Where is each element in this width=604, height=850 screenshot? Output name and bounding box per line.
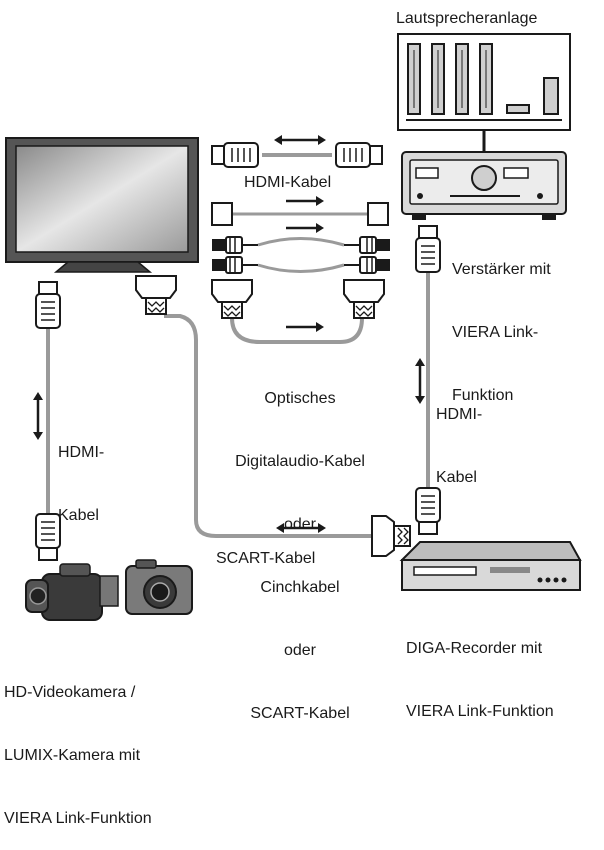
diga-recorder-label-line: DIGA-Recorder mit [406,640,543,657]
hdmi-cable-top-icon [211,142,383,168]
middle-cables-label-line: oder [283,516,317,533]
double-arrow-icon [415,358,425,404]
scart-cable-bottom-icon [135,275,411,557]
cameras-label-line: HD-Videokamera / [4,684,136,701]
scart-cable-bottom-label: SCART-Kabel [216,550,316,567]
hdmi-cable-right-label-line: Kabel [436,469,477,486]
amplifier-label-line: VIERA Link- [452,324,539,341]
diga-recorder-label-line: VIERA Link-Funktion [406,703,554,720]
amplifier-label: Verstärker mit VIERA Link- Funktion [452,217,551,427]
tv-icon [5,137,199,273]
hdmi-cable-right-label-line: HDMI- [436,406,483,423]
hdmi-cable-left-icon [35,281,61,561]
cameras-label-line: LUMIX-Kamera mit [4,747,141,764]
hdmi-cable-left-label: HDMI- Kabel [58,400,104,547]
amplifier-label-line: Funktion [452,387,514,404]
right-arrow-icon [286,322,324,332]
amplifier-icon [401,151,567,220]
connection-diagram [5,33,582,621]
optical-cable-icon [211,202,389,226]
recorder-icon [399,541,582,591]
photo-camera-icon [125,559,193,615]
middle-cables-label-line: oder [283,642,317,659]
right-arrow-icon [286,196,324,206]
speaker-system-icon [397,33,571,131]
hdmi-cable-right-label: HDMI- Kabel [436,362,482,509]
hdmi-cable-right-icon [415,225,441,535]
speaker-system-label: Lautsprecheranlage [396,10,538,27]
diga-recorder-label: DIGA-Recorder mit VIERA Link-Funktion [406,596,554,743]
video-camera-icon [25,563,119,621]
double-arrow-icon [274,135,326,145]
scart-cable-middle-icon [211,279,385,344]
right-arrow-icon [286,223,324,233]
hdmi-cable-left-label-line: Kabel [58,507,99,524]
middle-cables-label-line: Optisches [264,390,336,407]
double-arrow-icon [33,392,43,440]
cameras-label-line: VIERA Link-Funktion [4,810,152,827]
hdmi-cable-left-label-line: HDMI- [58,444,105,461]
cameras-label: HD-Videokamera / LUMIX-Kamera mit VIERA … [4,640,152,850]
rca-cable-icon [211,236,391,274]
amplifier-label-line: Verstärker mit [452,261,551,278]
middle-cables-label-line: Cinchkabel [260,579,340,596]
middle-cables-label: Optisches Digitalaudio-Kabel oder Cinchk… [190,346,410,745]
middle-cables-label-line: SCART-Kabel [250,705,350,722]
double-arrow-icon [276,523,326,533]
hdmi-cable-top-label: HDMI-Kabel [244,174,332,191]
middle-cables-label-line: Digitalaudio-Kabel [235,453,365,470]
